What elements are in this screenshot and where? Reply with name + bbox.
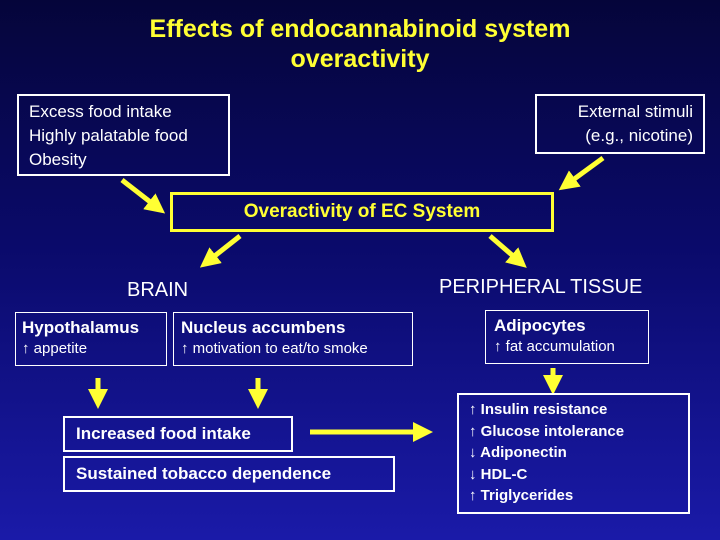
down-arrow-icon: ↓ — [469, 444, 477, 461]
adipocytes-title: Adipocytes — [494, 316, 586, 335]
up-arrow-icon: ↑ — [494, 338, 502, 355]
input-right-2: (e.g., nicotine) — [585, 126, 693, 145]
accumbens-effect: motivation to eat/to smoke — [192, 340, 368, 357]
input-box-left: Excess food intake Highly palatable food… — [17, 94, 230, 176]
peripheral-effects-box: ↑ Insulin resistance ↑ Glucose intoleran… — [457, 393, 690, 514]
title-line-2: overactivity — [290, 45, 430, 73]
input-left-1: Excess food intake — [29, 102, 172, 121]
center-box: Overactivity of EC System — [170, 192, 554, 232]
input-left-3: Obesity — [29, 150, 87, 169]
input-left-2: Highly palatable food — [29, 126, 188, 145]
up-arrow-icon: ↑ — [469, 487, 477, 504]
outcome-food-intake: Increased food intake — [63, 416, 293, 452]
arrow-to-peripheral — [488, 234, 527, 268]
arrow-to-brain — [199, 234, 242, 268]
hypothalamus-title: Hypothalamus — [22, 318, 140, 337]
accumbens-title: Nucleus accumbens — [181, 318, 346, 337]
hypothalamus-box: Hypothalamus ↑ appetite — [15, 312, 167, 366]
effect-item: ↑ Glucose intolerance — [469, 422, 625, 440]
outcome-tobacco: Sustained tobacco dependence — [63, 456, 395, 492]
arrow-right-input — [558, 155, 605, 191]
up-arrow-icon: ↑ — [22, 340, 30, 357]
adipocytes-box: Adipocytes ↑ fat accumulation — [485, 310, 649, 364]
effect-item: ↑ Insulin resistance — [469, 401, 608, 418]
up-arrow-icon: ↑ — [469, 401, 477, 418]
peripheral-label: PERIPHERAL TISSUE — [439, 276, 643, 298]
input-box-right: External stimuli (e.g., nicotine) — [535, 94, 705, 154]
effect-item: ↑ Triglycerides — [469, 487, 574, 504]
effect-item: ↓ Adiponectin — [469, 444, 567, 461]
brain-label: BRAIN — [127, 279, 189, 301]
up-arrow-icon: ↑ — [181, 340, 189, 357]
effect-item: ↓ HDL-C — [469, 465, 528, 483]
down-arrow-icon: ↓ — [469, 465, 477, 483]
adipocytes-effect: fat accumulation — [505, 338, 615, 355]
input-right-1: External stimuli — [577, 102, 693, 121]
accumbens-box: Nucleus accumbens ↑ motivation to eat/to… — [173, 312, 413, 366]
hypothalamus-effect: appetite — [33, 340, 88, 357]
slide-title: Effects of endocannabinoid system overac… — [0, 14, 720, 74]
up-arrow-icon: ↑ — [469, 422, 477, 440]
arrow-left-input — [120, 178, 166, 214]
title-line-1: Effects of endocannabinoid system — [149, 15, 571, 43]
